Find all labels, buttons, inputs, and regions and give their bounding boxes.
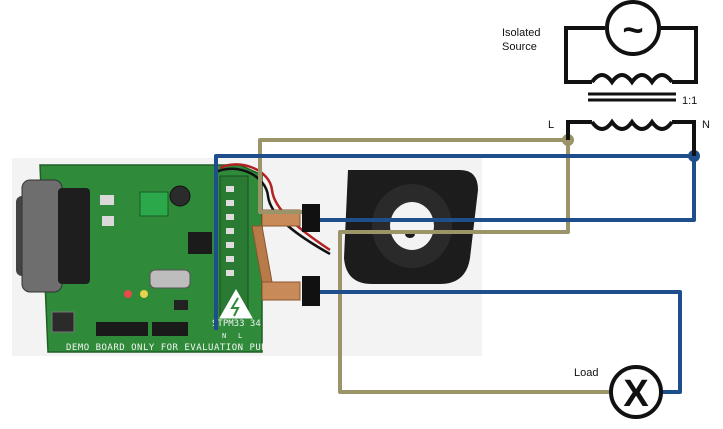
source-label-line1: Isolated <box>502 27 541 39</box>
transformer-secondary <box>590 118 674 131</box>
copper-bar-lower <box>261 281 301 301</box>
live-wire-supply <box>258 138 568 214</box>
ct-lead-red <box>219 163 331 252</box>
pin-header <box>152 322 188 336</box>
load-label: Load <box>574 367 598 379</box>
led-yellow <box>140 290 148 298</box>
crystal-oscillator <box>149 269 191 289</box>
ct-lead-black <box>215 167 331 256</box>
serial-connector-body <box>58 188 90 284</box>
ct-aperture <box>390 202 434 250</box>
component-small <box>174 300 188 310</box>
capacitor <box>169 185 191 207</box>
shunt-label-n: N <box>222 332 226 340</box>
led-red <box>124 290 132 298</box>
serial-connector <box>21 179 63 293</box>
shunt-terminal-upper <box>302 204 320 232</box>
component-small <box>102 216 114 226</box>
load-lamp-icon <box>609 365 663 419</box>
board-part-text: STPM33 34 <box>212 319 261 329</box>
transformer-ratio: 1:1 <box>682 95 697 107</box>
source-label-line2: Source <box>502 41 537 53</box>
live-wire-load <box>338 120 610 394</box>
evaluation-board-photo: DEMO BOARD ONLY FOR EVALUATION PURPOSE S… <box>12 158 482 356</box>
neutral-wire-load <box>320 290 682 394</box>
warning-icon <box>219 288 253 319</box>
copper-shunt <box>251 225 273 283</box>
load: Load X <box>574 365 663 419</box>
component-small <box>100 195 114 205</box>
source-wire <box>564 26 698 84</box>
board-footer-text: DEMO BOARD ONLY FOR EVALUATION PURPOSE <box>66 343 291 353</box>
ac-source-symbol: ~ <box>622 9 643 50</box>
ac-source-icon <box>605 0 661 56</box>
neutral-wire-ct <box>320 156 696 222</box>
shunt-label-l: L <box>238 332 242 340</box>
isolated-source: Isolated Source ~ 1:1 L N <box>502 0 710 156</box>
load-symbol: X <box>623 373 649 415</box>
terminal-label-neutral: N <box>702 119 710 131</box>
dip-switch <box>51 311 75 333</box>
terminal-block <box>139 191 169 217</box>
transformer-primary <box>590 73 674 86</box>
ic-chip <box>188 232 212 254</box>
terminal-label-live: L <box>548 119 554 131</box>
pin-header <box>96 322 148 336</box>
secondary-leads <box>566 120 696 156</box>
shunt-terminal-lower <box>302 276 320 306</box>
